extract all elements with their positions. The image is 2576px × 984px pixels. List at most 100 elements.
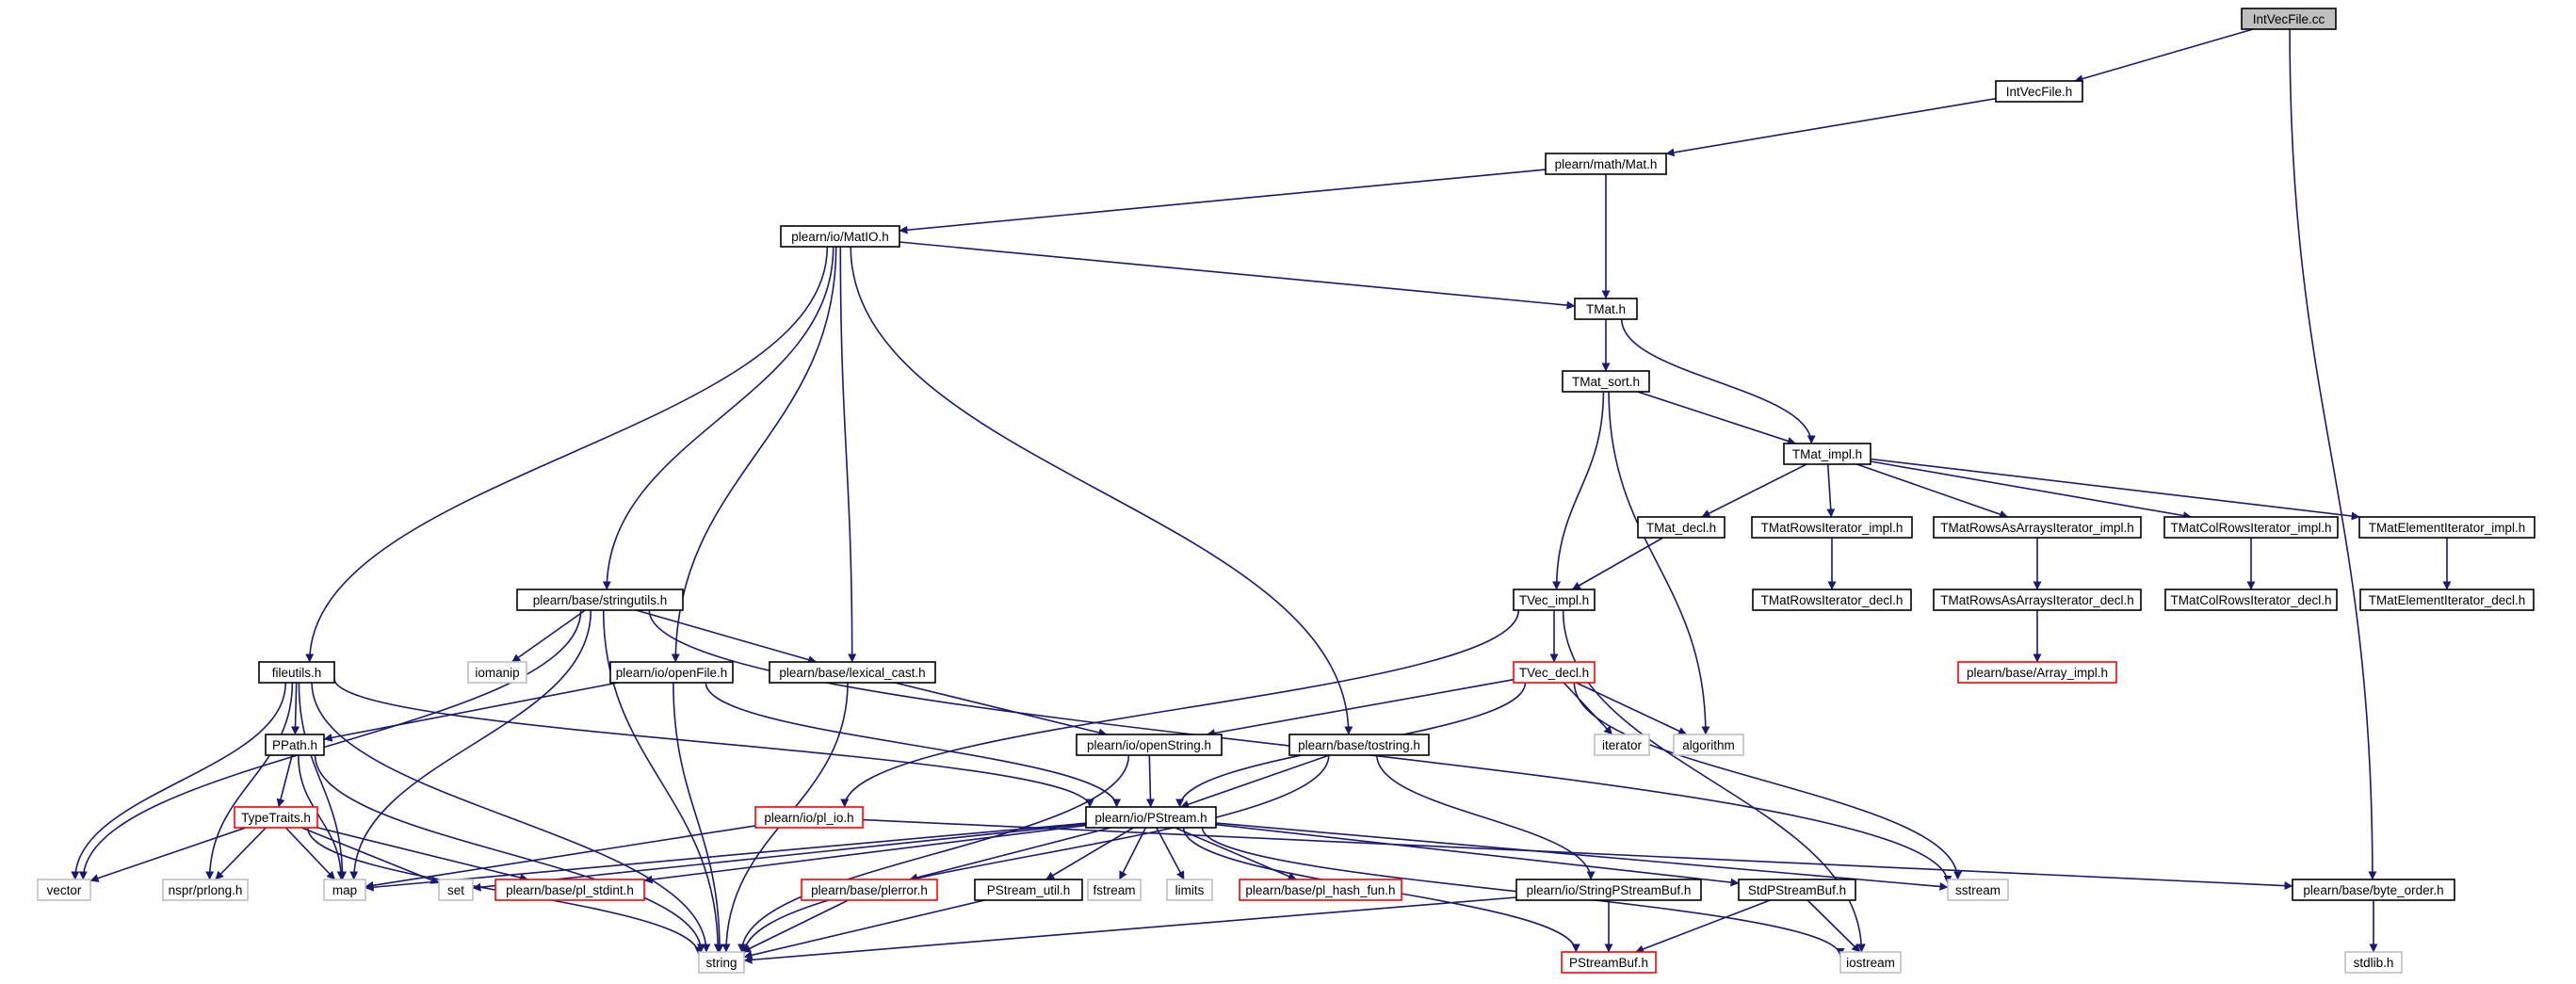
edge-openstring_h-to-pstream_h [1145, 754, 1155, 808]
node-plerror-h[interactable]: plearn/base/plerror.h [801, 879, 938, 901]
edge-openstring_h-to-string [737, 754, 1130, 953]
node-label: plearn/base/pl_stdint.h [506, 883, 634, 897]
node-pl-io-h[interactable]: plearn/io/pl_io.h [754, 806, 864, 829]
node-algorithm[interactable]: algorithm [1673, 734, 1744, 756]
edge-intvecfile_h-to-mat_h [1665, 97, 1997, 157]
node-label: TVec_decl.h [1519, 666, 1589, 680]
node-prlong-h[interactable]: nspr/prlong.h [162, 879, 249, 901]
edge-stdpstreambuf_h-to-pstreambuf_h [1635, 899, 1771, 954]
node-tmatrowsarr-impl-h[interactable]: TMatRowsAsArraysIterator_impl.h [1933, 516, 2142, 539]
edge-pstream_h-to-map [365, 822, 1087, 892]
node-label: TMat.h [1586, 302, 1626, 316]
node-pstream-util-h[interactable]: PStream_util.h [974, 879, 1083, 901]
node-label: limits [1175, 883, 1205, 897]
node-lexical-cast-h[interactable]: plearn/base/lexical_cast.h [769, 661, 936, 684]
edge-tmat_impl_h-to-tmatrowsarr_impl_h [1856, 463, 2009, 519]
node-label: TMatRowsAsArraysIterator_decl.h [1940, 593, 2134, 607]
edge-fileutils_h-to-string [311, 682, 711, 953]
node-box [1166, 879, 1213, 901]
node-stringutils-h[interactable]: plearn/base/stringutils.h [516, 589, 684, 611]
node-byte-order-h[interactable]: plearn/base/byte_order.h [2292, 879, 2455, 901]
node-box [1513, 661, 1596, 684]
node-pl-stdint-h[interactable]: plearn/base/pl_stdint.h [494, 879, 645, 901]
node-tvec-impl-h[interactable]: TVec_impl.h [1513, 589, 1596, 611]
node-box [467, 661, 527, 684]
node-set[interactable]: set [438, 879, 474, 901]
node-label: plearn/io/openFile.h [616, 666, 728, 680]
node-box [801, 879, 938, 901]
node-matio-h[interactable]: plearn/io/MatIO.h [780, 225, 900, 248]
node-fstream[interactable]: fstream [1087, 879, 1142, 901]
node-label: TMatRowsAsArraysIterator_impl.h [1940, 521, 2134, 535]
node-intvecfile-cc[interactable]: IntVecFile.cc [2241, 8, 2337, 30]
node-sstream[interactable]: sstream [1947, 879, 2009, 901]
node-tvec-decl-h[interactable]: TVec_decl.h [1513, 661, 1596, 684]
edge-typetraits_h-to-map [284, 827, 336, 880]
edge-pl_io_h-to-byte_order_h [862, 818, 2293, 891]
node-box [1085, 806, 1217, 829]
node-box [2164, 589, 2338, 611]
node-label: vector [47, 883, 82, 897]
node-label: iterator [1602, 738, 1643, 752]
node-box [1933, 589, 2142, 611]
node-iostream[interactable]: iostream [1839, 951, 1902, 974]
node-ppath-h[interactable]: PPath.h [265, 734, 325, 756]
node-tmat-h[interactable]: TMat.h [1574, 298, 1638, 320]
node-box [2292, 879, 2455, 901]
node-label: TypeTraits.h [241, 811, 311, 825]
node-pstreambuf-h[interactable]: PStreamBuf.h [1561, 951, 1657, 974]
node-label: TMatElementIterator_decl.h [2369, 593, 2526, 607]
node-label: PPath.h [272, 738, 317, 752]
edge-plerror_h-to-string [741, 899, 849, 953]
node-box [1513, 589, 1596, 611]
node-openstring-h[interactable]: plearn/io/openString.h [1076, 734, 1223, 756]
node-vector[interactable]: vector [37, 879, 91, 901]
node-label: IntVecFile.cc [2253, 12, 2325, 26]
node-label: plearn/base/lexical_cast.h [779, 666, 925, 680]
node-box [1574, 298, 1638, 320]
node-stdlib-h[interactable]: stdlib.h [2344, 951, 2403, 974]
node-tmat-sort-h[interactable]: TMat_sort.h [1562, 370, 1650, 393]
edge-mat_h-to-matio_h [899, 169, 1547, 234]
node-box [1239, 879, 1402, 901]
node-label: plearn/base/stringutils.h [533, 593, 668, 607]
node-tmatelem-decl-h[interactable]: TMatElementIterator_decl.h [2359, 589, 2535, 611]
node-map[interactable]: map [323, 879, 366, 901]
node-label: PStreamBuf.h [1569, 956, 1648, 970]
edge-fileutils_h-to-ppath_h [291, 682, 300, 735]
edge-tmat_sort_h-to-algorithm [1608, 391, 1710, 735]
node-stdpstreambuf-h[interactable]: StdPStreamBuf.h [1738, 879, 1856, 901]
node-pstream-h[interactable]: plearn/io/PStream.h [1085, 806, 1217, 829]
node-label: set [447, 883, 464, 897]
node-tmatcolrows-decl-h[interactable]: TMatColRowsIterator_decl.h [2164, 589, 2338, 611]
node-tmatrows-decl-h[interactable]: TMatRowsIterator_decl.h [1752, 589, 1912, 611]
node-tmatcolrows-impl-h[interactable]: TMatColRowsIterator_impl.h [2163, 516, 2339, 539]
node-label: plearn/base/plerror.h [811, 883, 928, 897]
node-label: StdPStreamBuf.h [1748, 883, 1846, 897]
node-mat-h[interactable]: plearn/math/Mat.h [1545, 153, 1667, 175]
node-tmatrows-impl-h[interactable]: TMatRowsIterator_impl.h [1751, 516, 1913, 539]
node-string[interactable]: string [698, 951, 745, 974]
node-array-impl-h[interactable]: plearn/base/Array_impl.h [1957, 661, 2117, 684]
node-label: TMatRowsIterator_decl.h [1761, 593, 1904, 607]
node-tmat-impl-h[interactable]: TMat_impl.h [1783, 443, 1871, 465]
node-openfile-h[interactable]: plearn/io/openFile.h [609, 661, 734, 684]
node-tmatrowsarr-decl-h[interactable]: TMatRowsAsArraysIterator_decl.h [1933, 589, 2142, 611]
node-iomanip[interactable]: iomanip [467, 661, 527, 684]
edge-stringutils_h-to-vector [78, 609, 582, 880]
node-tostring-h[interactable]: plearn/base/tostring.h [1288, 734, 1430, 756]
edge-stdpstreambuf_h-to-iostream [1806, 899, 1861, 953]
edge-typetraits_h-to-pl_stdint_h [316, 827, 528, 882]
node-limits[interactable]: limits [1166, 879, 1213, 901]
node-stringpstreambuf-h[interactable]: plearn/io/StringPStreamBuf.h [1515, 879, 1702, 901]
node-label: TMat_decl.h [1646, 521, 1716, 535]
node-tmatelem-impl-h[interactable]: TMatElementIterator_impl.h [2358, 516, 2535, 539]
node-fileutils-h[interactable]: fileutils.h [258, 661, 335, 684]
node-box [1288, 734, 1430, 756]
node-intvecfile-h[interactable]: IntVecFile.h [1995, 80, 2083, 103]
node-typetraits-h[interactable]: TypeTraits.h [234, 806, 318, 829]
node-pl-hash-fun-h[interactable]: plearn/base/pl_hash_fun.h [1239, 879, 1402, 901]
node-box [37, 879, 91, 901]
node-tmat-decl-h[interactable]: TMat_decl.h [1637, 516, 1725, 539]
node-iterator[interactable]: iterator [1594, 734, 1650, 756]
